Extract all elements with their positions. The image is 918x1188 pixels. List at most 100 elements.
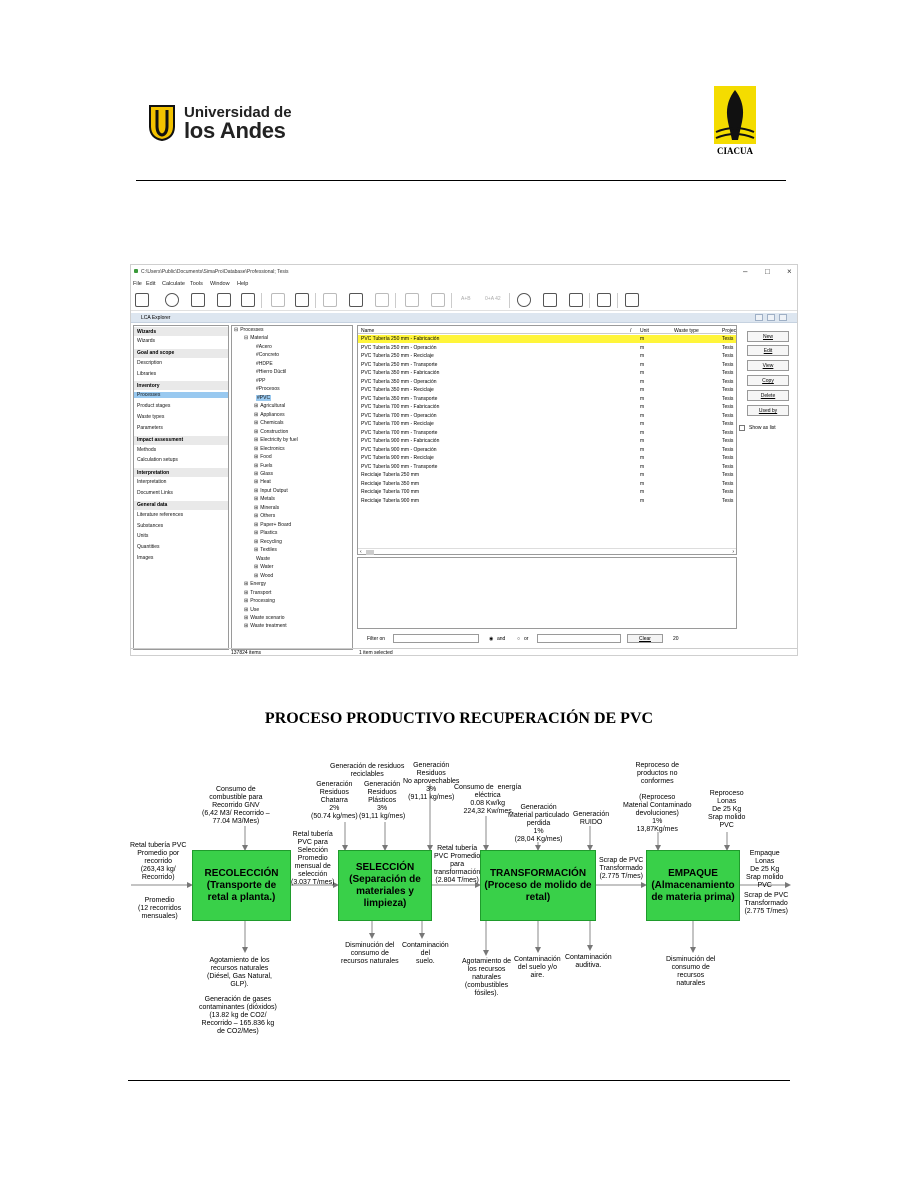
expand-icon[interactable]: ⊞	[254, 445, 259, 452]
nav-item-images[interactable]: Images	[137, 555, 154, 561]
expand-icon[interactable]: ⊞	[254, 420, 259, 427]
nav-item-interpretation[interactable]: Interpretation	[137, 479, 167, 486]
tree-node[interactable]: ⊞Use	[244, 607, 259, 613]
maximize-button[interactable]: □	[765, 267, 770, 276]
tree-node[interactable]: ⊞Appliances	[254, 412, 285, 418]
expand-icon[interactable]: ⊞	[244, 614, 249, 621]
report-icon[interactable]	[597, 293, 611, 307]
paste-icon[interactable]	[375, 293, 389, 307]
nav-item-description[interactable]: Description	[137, 359, 163, 366]
expand-icon[interactable]: ⊞	[254, 504, 259, 511]
nav-item-document-links[interactable]: Document Links	[137, 490, 173, 496]
view-button[interactable]: View	[747, 360, 789, 371]
copy-button[interactable]: Copy	[747, 375, 789, 386]
menu-help[interactable]: Help	[237, 281, 249, 287]
nav-item-waste-types[interactable]: Waste types	[137, 414, 165, 420]
nav-item-parameters[interactable]: Parameters	[137, 424, 163, 431]
tree-node[interactable]: ⊞Input Output	[254, 488, 288, 494]
expand-icon[interactable]: ⊞	[254, 530, 259, 537]
filter-input-2[interactable]	[537, 634, 621, 643]
menu-tools[interactable]: Tools	[190, 281, 203, 287]
collapse-icon[interactable]: ⊟	[234, 327, 239, 333]
tree-node[interactable]: ⊞Waste treatment	[244, 623, 287, 629]
expand-icon[interactable]: ⊞	[254, 513, 259, 520]
nav-item-libraries[interactable]: Libraries	[137, 370, 157, 377]
tree-node[interactable]: ⊞Water	[254, 564, 273, 570]
expand-icon[interactable]: ⊞	[244, 598, 249, 605]
nav-item-processes[interactable]: Processes	[134, 392, 228, 399]
expand-icon[interactable]: ⊞	[244, 606, 249, 613]
tree-node[interactable]: ⊞Minerals	[254, 505, 279, 511]
nav-item-wizards[interactable]: Wizards	[137, 338, 156, 344]
expand-icon[interactable]: ⊞	[254, 564, 259, 571]
menu-edit[interactable]: Edit	[146, 281, 156, 287]
nav-item-literature-references[interactable]: Literature references	[137, 511, 184, 518]
minimize-button[interactable]: –	[743, 267, 748, 276]
expand-icon[interactable]: ⊞	[254, 487, 259, 494]
expand-icon[interactable]: ⊞	[254, 547, 259, 554]
properties-icon[interactable]	[241, 293, 255, 307]
expand-icon[interactable]: ⊞	[254, 572, 259, 579]
menu-file[interactable]: File	[133, 281, 142, 287]
expand-icon[interactable]: ⊞	[254, 538, 259, 545]
open-icon[interactable]	[217, 293, 231, 307]
expand-icon[interactable]: ⊞	[254, 437, 259, 444]
tree-node[interactable]: #HDPE	[254, 361, 273, 367]
expand-icon[interactable]: ⊞	[254, 496, 259, 503]
and-radio-icon[interactable]: ◉	[489, 636, 494, 642]
tree-node[interactable]: ⊞Waste scenario	[244, 615, 284, 621]
expand-icon[interactable]: ⊞	[254, 454, 259, 461]
settings-icon[interactable]	[517, 293, 531, 307]
tree-node[interactable]: #PP	[254, 378, 265, 384]
tree-node[interactable]: ⊟Processes	[234, 327, 264, 333]
nav-item-units[interactable]: Units	[137, 533, 149, 540]
cut-icon[interactable]	[323, 293, 337, 307]
expand-icon[interactable]: ⊞	[244, 589, 249, 596]
edit-button[interactable]: Edit	[747, 345, 789, 356]
new-button[interactable]: New	[747, 331, 789, 342]
tree-node[interactable]: ⊞Others	[254, 513, 275, 519]
panel-minimize-icon[interactable]	[755, 314, 763, 321]
horizontal-scrollbar[interactable]: ‹ ›	[358, 548, 736, 555]
menu-calculate[interactable]: Calculate	[162, 281, 185, 287]
network-icon[interactable]	[431, 293, 445, 307]
scroll-right-icon[interactable]: ›	[732, 549, 734, 555]
chart-icon[interactable]	[543, 293, 557, 307]
compare-button[interactable]: A+B	[461, 296, 471, 302]
or-radio-icon[interactable]: ○	[517, 636, 521, 642]
tree-node[interactable]: ⊞Plastics	[254, 530, 277, 536]
tree-node[interactable]: ⊞Textiles	[254, 547, 277, 553]
tree-node[interactable]: ⊞Energy	[244, 581, 266, 587]
copy-icon[interactable]	[349, 293, 363, 307]
tree-node[interactable]: #Procesos	[254, 386, 280, 392]
home-icon[interactable]	[135, 293, 149, 307]
tree-node[interactable]: Waste	[254, 556, 270, 562]
process-detail-pane[interactable]	[357, 557, 737, 629]
menu-window[interactable]: Window	[210, 281, 230, 287]
tree-node[interactable]: ⊞Electricity by fuel	[254, 437, 298, 443]
nav-item-calculation-setups[interactable]: Calculation setups	[137, 457, 178, 464]
expand-icon[interactable]: ⊞	[254, 411, 259, 418]
tree-node[interactable]: ⊞Fuels	[254, 463, 272, 469]
column-unit[interactable]: Unit	[640, 327, 649, 334]
column-project[interactable]: Projec	[722, 327, 737, 334]
expand-icon[interactable]: ⊞	[254, 470, 259, 477]
used-by-button[interactable]: Used by	[747, 405, 789, 416]
tree-node[interactable]: ⊞Metals	[254, 496, 275, 502]
expand-icon[interactable]: ⊞	[254, 462, 259, 469]
clear-button[interactable]: Clear	[627, 634, 663, 643]
new-document-icon[interactable]	[191, 293, 205, 307]
tree-node[interactable]: ⊞Transport	[244, 590, 271, 596]
